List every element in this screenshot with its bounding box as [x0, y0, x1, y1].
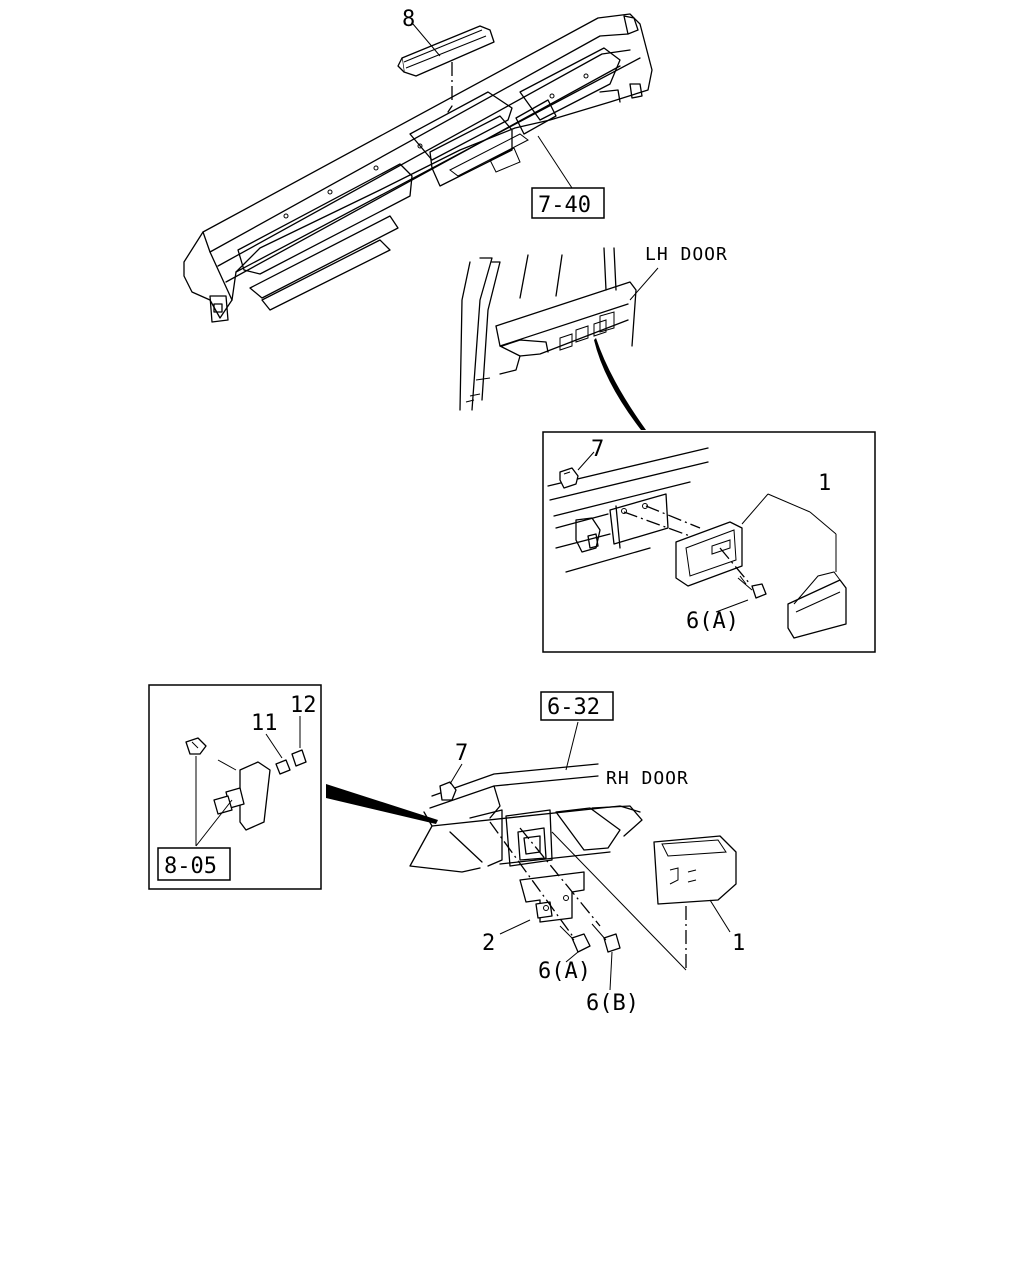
- dashboard-panel: [183, 13, 653, 323]
- ashtray-rh-icon: [653, 835, 737, 905]
- ref-8-05-box: [157, 847, 231, 881]
- callout-rh-1: 1: [732, 931, 745, 956]
- ref-7-40: 7-40: [538, 193, 591, 218]
- ref-6-32-box: [540, 691, 614, 721]
- callout-lh-6a: 6(A): [686, 609, 739, 634]
- callout-rh-7: 7: [455, 741, 468, 766]
- ref-7-40-box: [531, 187, 605, 219]
- ashtray-icon: [675, 521, 743, 587]
- lh-detail-door-trim: [547, 447, 709, 573]
- lh-door-label: LH DOOR: [645, 244, 728, 265]
- ref-8-05: 8-05: [164, 854, 217, 879]
- callout-11: 11: [251, 711, 278, 736]
- lamp-socket-icon: [185, 737, 307, 831]
- callout-rh-2: 2: [482, 931, 495, 956]
- callout-12: 12: [290, 693, 317, 718]
- lamp-leader: [326, 784, 438, 824]
- lh-detail-box: [542, 431, 876, 653]
- callout-rh-6a: 6(A): [538, 959, 591, 984]
- lamp-detail-box: [148, 684, 322, 890]
- ashtray-loose-icon: [787, 571, 847, 639]
- ref-6-32: 6-32: [547, 695, 600, 720]
- airbag-module-icon: [397, 25, 495, 77]
- callout-8: 8: [402, 7, 415, 32]
- bracket-icon: [519, 871, 585, 923]
- callout-lh-1: 1: [818, 471, 831, 496]
- lh-door-view: [459, 247, 637, 411]
- callout-lh-7: 7: [591, 437, 604, 462]
- screw-icon: [737, 575, 767, 599]
- lh-detail-leader: [594, 338, 646, 430]
- screw-rh-a-icon: [559, 925, 591, 953]
- rh-door-label: RH DOOR: [606, 768, 689, 789]
- callout-rh-6b: 6(B): [586, 991, 639, 1016]
- screw-rh-b-icon: [591, 923, 621, 953]
- clip-icon: [559, 467, 579, 489]
- clip-rh-icon: [439, 781, 457, 801]
